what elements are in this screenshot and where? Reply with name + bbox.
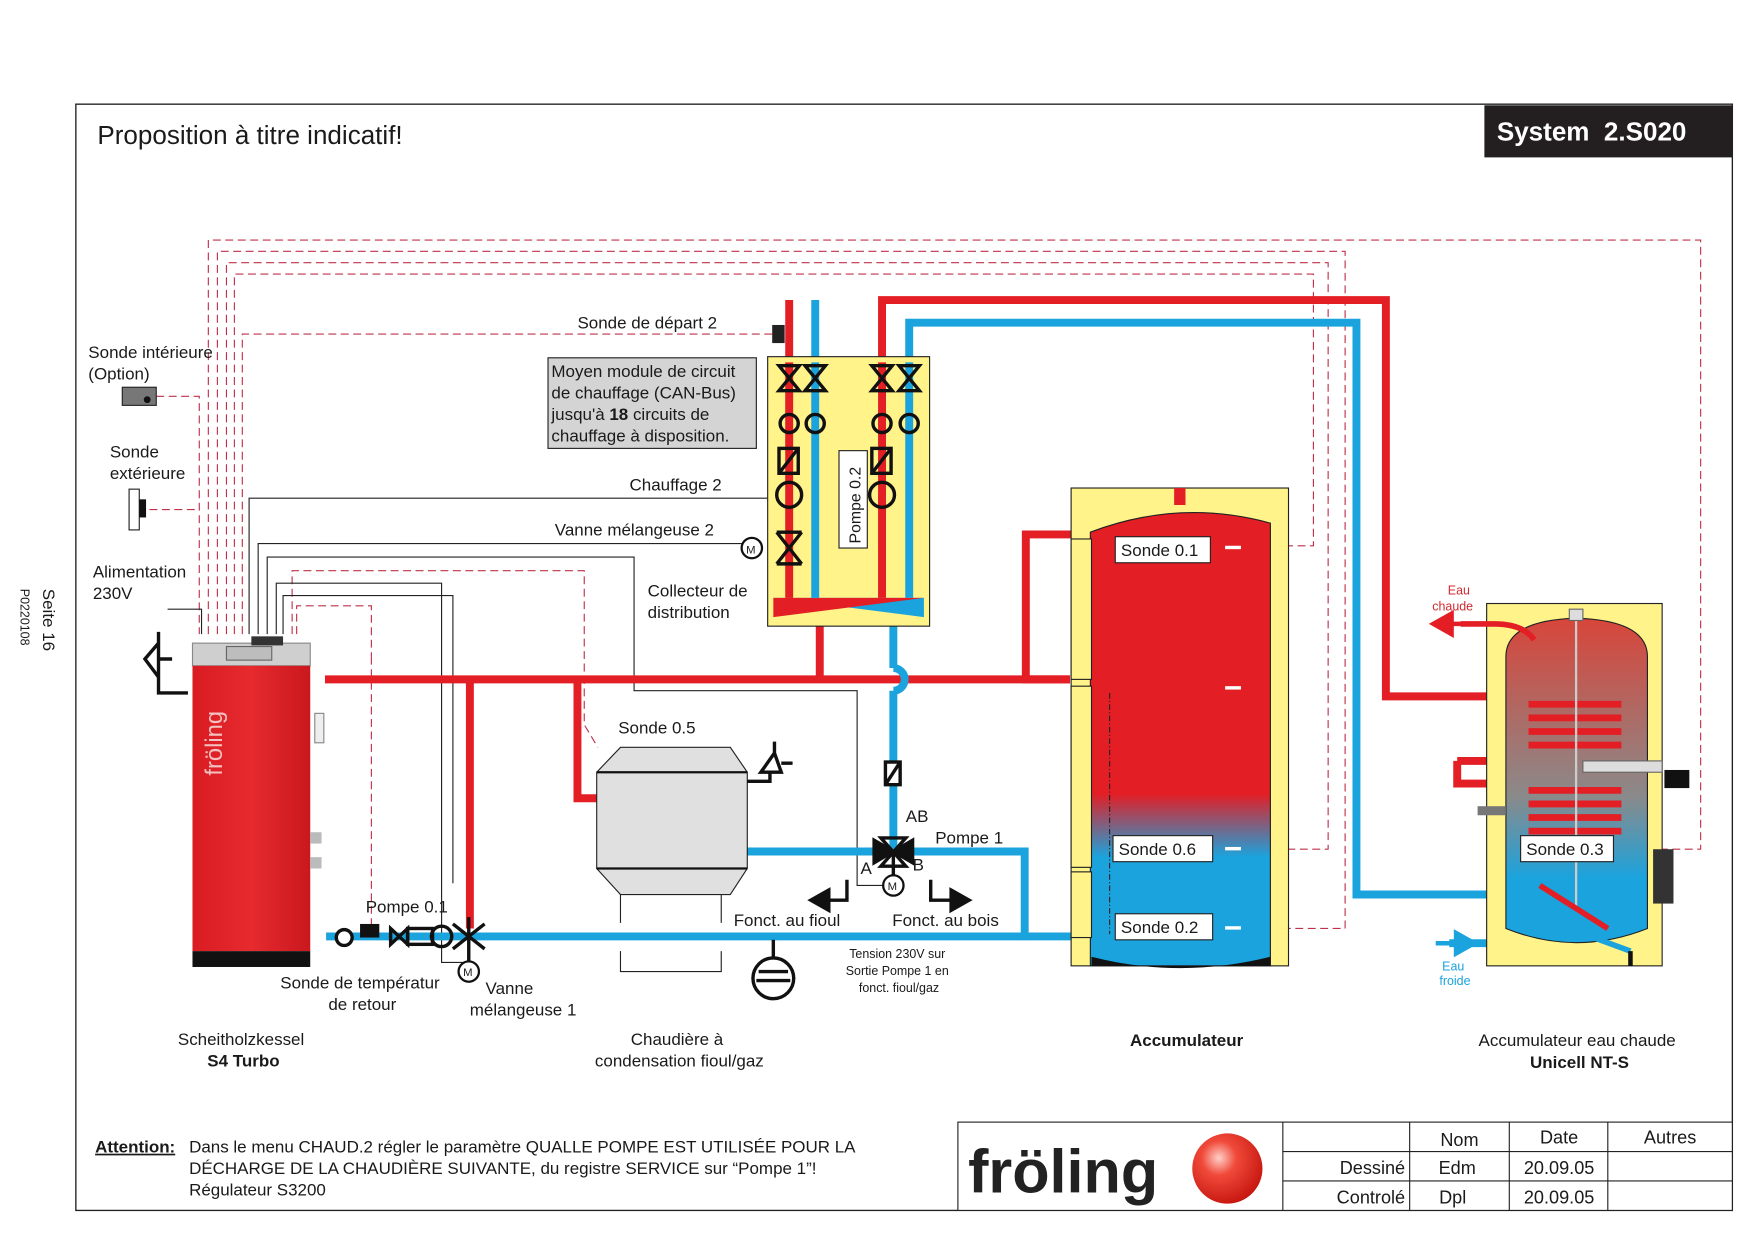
sonde-02-label: Sonde 0.2: [1121, 918, 1198, 937]
eau-froide-label: Eau froide: [1439, 959, 1470, 988]
vanne-melangeuse-2-label: Vanne mélangeuse 2: [555, 521, 714, 540]
dhw-caption: Accumulateur eau chaude Unicell NT-S: [1479, 1031, 1681, 1072]
footer-logo: fröling: [968, 1137, 1158, 1205]
table-row-controle-date: 20.09.05: [1524, 1188, 1594, 1208]
return-sensor-icon: [334, 927, 354, 948]
arrow-bois-icon: [929, 879, 973, 914]
condensing-caption: Chaudière à condensation fioul/gaz: [595, 1030, 764, 1071]
return-valves-icon: [388, 917, 486, 963]
title-block: [957, 1121, 1733, 1211]
arrow-fioul-icon: [807, 879, 849, 914]
sonde-02-tag: [1114, 913, 1241, 941]
sonde-03-label: Sonde 0.3: [1526, 840, 1603, 859]
page-title: Proposition à titre indicatif!: [97, 120, 402, 150]
table-row-dessine-label: Dessiné: [1340, 1158, 1405, 1178]
safety-valve-2-icon: [747, 741, 793, 783]
chauffage-2-label: Chauffage 2: [630, 475, 722, 494]
drawing-code: P0220108: [17, 589, 31, 646]
port-a-label: A: [861, 859, 873, 878]
hot-water-outlet: [1460, 621, 1537, 642]
safety-valve-icon: [142, 631, 188, 695]
motor-icon: [740, 536, 764, 560]
expansion-vessel-icon: [751, 939, 796, 1001]
system-badge: [1484, 105, 1733, 158]
table-row-dessine-nom: Edm: [1439, 1158, 1476, 1178]
sonde-01-tag: [1114, 536, 1241, 564]
accumulator-caption: Accumulateur: [1130, 1031, 1244, 1050]
port-b-label: B: [913, 856, 924, 875]
control-wiring: [167, 497, 884, 964]
sonde-depart-2-sensor: [772, 324, 785, 344]
module-pipes: [785, 362, 914, 598]
boiler-brand: fröling: [201, 711, 228, 776]
sonde-interieure-label: Sonde intérieure (Option): [88, 343, 217, 384]
alimentation-label: Alimentation 230V: [93, 562, 191, 603]
module-valves: [775, 364, 923, 566]
pipe-crossover: [892, 664, 909, 695]
pompe-01-label: Pompe 0.1: [366, 898, 448, 917]
module-note: Moyen module de circuit de chauffage (CA…: [550, 362, 740, 446]
outdoor-sensor-icon: [128, 488, 140, 531]
logo-ball: [1192, 1133, 1263, 1204]
table-header-date: Date: [1540, 1128, 1578, 1148]
sonde-03-tag: [1520, 835, 1615, 863]
drawing-frame: [75, 103, 1734, 1212]
sonde-06-tag: [1112, 835, 1241, 863]
motor-1-label: M: [463, 967, 472, 979]
sonde-05-label: Sonde 0.5: [618, 719, 695, 738]
sonde-retour-label: Sonde de températur de retour: [280, 973, 444, 1014]
dhw-tank: [1477, 602, 1690, 967]
pompe-02-label: Pompe 0.2: [848, 467, 865, 544]
collecteur-label: Collecteur de distribution: [648, 582, 753, 623]
attention-note: Attention: Dans le menu CHAUD.2 régler l…: [95, 1138, 860, 1200]
fonct-fioul-label: Fonct. au fioul: [734, 911, 841, 930]
pompe-02-label-box: [838, 450, 868, 549]
condensing-boiler: [596, 746, 748, 973]
motor-label: M: [746, 545, 755, 557]
eau-chaude-label: Eau chaude: [1432, 583, 1473, 613]
wood-boiler: [191, 636, 325, 967]
table-row-controle-label: Controlé: [1337, 1188, 1405, 1208]
sonde-01-label: Sonde 0.1: [1121, 541, 1198, 560]
sonde-depart-2-label: Sonde de départ 2: [577, 313, 717, 332]
motor-diverter-label: M: [888, 881, 897, 893]
port-ab-label: AB: [906, 807, 929, 826]
boiler-caption: Scheitholzkessel S4 Turbo: [178, 1030, 309, 1071]
motor-1-icon: [457, 960, 481, 983]
table-header-nom: Nom: [1440, 1130, 1478, 1150]
pompe-1-label: Pompe 1: [935, 829, 1003, 848]
diverter-valve-icon: [872, 836, 915, 878]
system-label: System 2.S020: [1497, 116, 1687, 146]
fonct-bois-label: Fonct. au bois: [892, 911, 999, 930]
cold-water-arrow-icon: [1435, 929, 1479, 958]
page-number: Seite 16: [39, 589, 58, 651]
pompe-01-sensor: [360, 923, 380, 938]
table-row-dessine-date: 20.09.05: [1524, 1158, 1594, 1178]
table-header-autres: Autres: [1644, 1128, 1696, 1148]
module-note-box: [547, 357, 757, 449]
room-sensor-icon: [121, 386, 157, 406]
hot-water-arrow-icon: [1428, 609, 1470, 638]
table-row-controle-nom: Dpl: [1439, 1188, 1466, 1208]
sonde-06-label: Sonde 0.6: [1119, 840, 1196, 859]
motor-diverter-icon: [882, 874, 905, 897]
vanne-melangeuse-1-label: Vanne mélangeuse 1: [470, 979, 577, 1020]
tension-note: Tension 230V sur Sortie Pompe 1 en fonct…: [846, 947, 952, 995]
sonde-exterieure-label: Sonde extérieure: [110, 442, 185, 483]
